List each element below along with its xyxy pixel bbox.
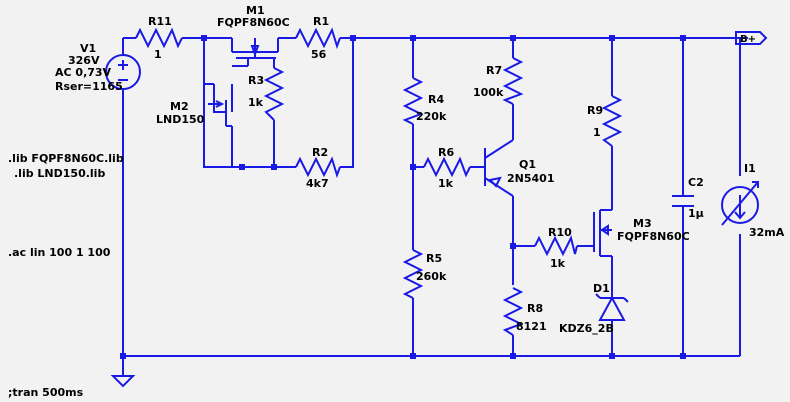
r8-resistor [502,287,524,336]
i1-ref: I1 [744,162,756,175]
r2-value: 4k7 [306,177,329,190]
v1-ac: AC 0,73V [55,66,112,79]
v1-ref: V1 [80,42,96,55]
r1-value: 56 [311,48,327,61]
wires [122,37,748,376]
r10-value: 1k [550,257,566,270]
r6-ref: R6 [438,146,454,159]
v1-source [105,54,141,90]
r3-value: 1k [248,96,264,109]
q1-ref: Q1 [519,158,536,171]
i1-value: 32mA [749,226,785,239]
r11-value: 1 [154,48,162,61]
d1-value: KDZ6_2B [559,322,614,335]
v1-value: 326V [68,54,100,67]
labels: V1 326V AC 0,73V Rser=1165 R11 1 M1 FQPF… [8,4,785,399]
r6-resistor [423,156,471,178]
r5-resistor [402,249,424,299]
directive-lib2: .lib LND150.lib [14,167,105,180]
m3-mosfet [593,198,613,262]
r7-resistor [502,57,524,105]
m2-value: LND150 [156,113,205,126]
m3-value: FQPF8N60C [617,230,690,243]
q1-transistor [484,139,514,197]
d1-ref: D1 [593,282,610,295]
r4-resistor [402,77,424,125]
m1-mosfet [231,38,279,67]
r8-ref: R8 [527,302,543,315]
r1-resistor [295,27,341,50]
m3-ref: M3 [633,217,652,230]
d1-zener [595,293,629,335]
c2-value: 1µ [688,207,704,220]
r10-resistor [534,235,578,257]
r11-ref: R11 [148,15,172,28]
m2-mosfet [208,84,233,138]
r1-ref: R1 [313,15,329,28]
r9-ref: R9 [587,104,603,117]
directive-ac: .ac lin 100 1 100 [8,246,111,259]
directive-lib1: .lib FQPF8N60C.lib [8,152,124,165]
m1-value: FQPF8N60C [217,16,290,29]
r4-value: 220k [416,110,447,123]
r11-resistor [135,27,183,49]
bplus-net-flag [735,31,768,45]
r5-value: 260k [416,270,447,283]
r6-value: 1k [438,177,454,190]
bplus-label: B+ [740,34,756,45]
c2-capacitor [672,195,694,207]
r4-ref: R4 [428,93,444,106]
r3-resistor [263,67,285,121]
ground-symbol [110,375,136,388]
r10-ref: R10 [548,226,572,239]
i1-current-source [721,181,759,226]
q1-value: 2N5401 [507,172,554,185]
directive-tran: ;tran 500ms [8,386,84,399]
r9-resistor [601,95,623,147]
m1-ref: M1 [246,4,265,17]
r5-ref: R5 [426,252,442,265]
v1-rser: Rser=1165 [55,80,123,93]
r2-resistor [295,156,341,179]
r8-value: 8121 [516,320,547,333]
r3-ref: R3 [248,74,264,87]
r7-value: 100k [473,86,504,99]
r7-ref: R7 [486,64,502,77]
r9-value: 1 [593,126,601,139]
r2-ref: R2 [312,146,328,159]
c2-ref: C2 [688,176,704,189]
m2-ref: M2 [170,100,189,113]
junction-dots [120,35,686,359]
